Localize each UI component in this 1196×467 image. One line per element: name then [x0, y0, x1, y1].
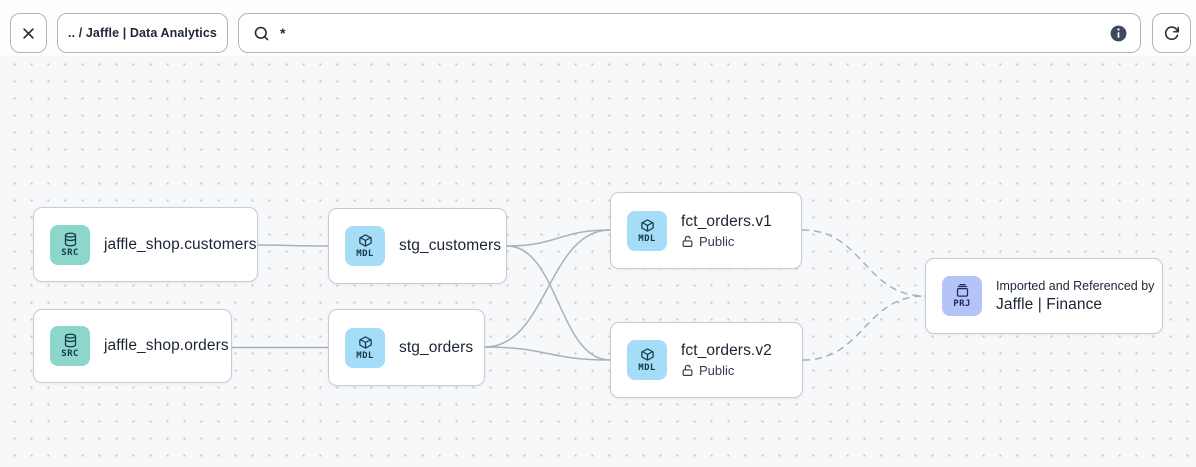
node-jaffle-shop-orders[interactable]: SRC jaffle_shop.orders [33, 309, 232, 383]
model-type-badge: MDL [345, 226, 385, 266]
node-title: jaffle_shop.customers [104, 235, 257, 253]
search-icon [253, 25, 270, 42]
archive-icon [955, 283, 970, 298]
node-stg-customers[interactable]: MDL stg_customers [328, 208, 507, 284]
access-row: Public [681, 363, 772, 378]
model-type-badge: MDL [627, 210, 667, 251]
close-icon [21, 26, 36, 41]
source-type-badge: SRC [50, 326, 90, 366]
unlock-icon [681, 235, 694, 248]
node-kicker: Imported and Referenced by [996, 278, 1155, 293]
cube-icon [640, 347, 655, 362]
badge-label: MDL [638, 363, 656, 373]
access-label: Public [699, 233, 735, 249]
refresh-icon [1163, 25, 1180, 42]
badge-label: SRC [61, 247, 79, 258]
node-title: stg_customers [399, 237, 502, 254]
close-button[interactable] [10, 13, 47, 53]
badge-label: PRJ [953, 299, 971, 309]
node-title: stg_orders [399, 338, 474, 356]
info-icon[interactable] [1109, 24, 1128, 43]
node-jaffle-shop-customers[interactable]: SRC jaffle_shop.customers [33, 207, 258, 282]
source-type-badge: SRC [50, 224, 90, 265]
node-project-jaffle-finance[interactable]: PRJ Imported and Referenced by Jaffle | … [925, 258, 1163, 334]
unlock-icon [681, 364, 694, 377]
model-type-badge: MDL [627, 340, 667, 380]
badge-label: MDL [638, 233, 656, 244]
node-title: Jaffle | Finance [996, 295, 1103, 313]
node-title: fct_orders.v1 [681, 212, 772, 230]
badge-label: SRC [61, 349, 79, 359]
lineage-search[interactable] [238, 13, 1141, 53]
cube-icon [358, 335, 373, 350]
project-type-badge: PRJ [942, 276, 982, 316]
node-title: fct_orders.v2 [681, 342, 772, 359]
lineage-toolbar: .. / Jaffle | Data Analytics [0, 0, 1196, 56]
node-stg-orders[interactable]: MDL stg_orders [328, 309, 485, 386]
node-title: jaffle_shop.orders [104, 337, 229, 354]
database-icon [63, 232, 78, 247]
node-fct-orders-v2[interactable]: MDL fct_orders.v2 Public [610, 322, 803, 398]
node-fct-orders-v1[interactable]: MDL fct_orders.v1 Public [610, 192, 802, 269]
refresh-button[interactable] [1152, 13, 1191, 53]
breadcrumb-button[interactable]: .. / Jaffle | Data Analytics [57, 13, 228, 53]
access-label: Public [699, 363, 735, 378]
cube-icon [640, 218, 655, 233]
badge-label: MDL [356, 249, 374, 259]
cube-icon [358, 233, 373, 248]
badge-label: MDL [356, 350, 374, 361]
model-type-badge: MDL [345, 327, 385, 368]
search-input[interactable] [280, 25, 1099, 41]
database-icon [63, 333, 78, 348]
breadcrumb: .. / Jaffle | Data Analytics [68, 26, 217, 40]
access-row: Public [681, 234, 772, 249]
